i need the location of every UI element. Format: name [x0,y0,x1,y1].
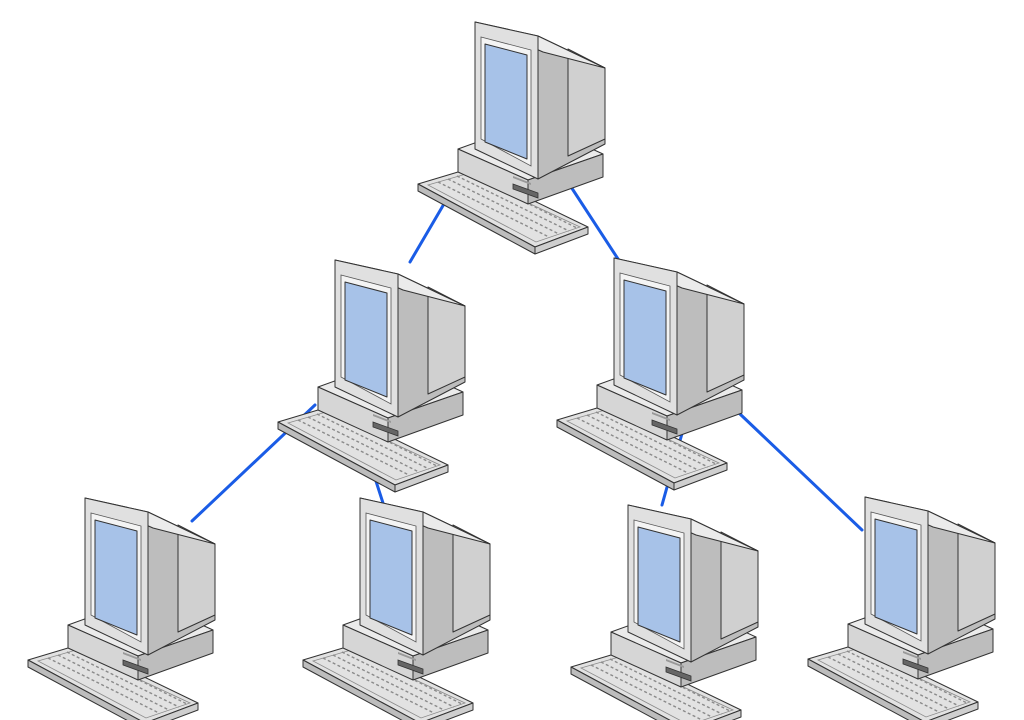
link-mid-right-leaf-4 [718,393,864,532]
desktop-computer-icon[interactable] [277,259,466,493]
desktop-computer-icon[interactable] [570,504,759,720]
desktop-computer-icon[interactable] [417,21,606,255]
desktop-computer-icon[interactable] [302,497,491,720]
desktop-computer-icon[interactable] [807,496,996,720]
desktop-computer-icon[interactable] [556,257,745,491]
desktop-computer-icon[interactable] [27,497,216,720]
nodes-layer [27,21,996,720]
